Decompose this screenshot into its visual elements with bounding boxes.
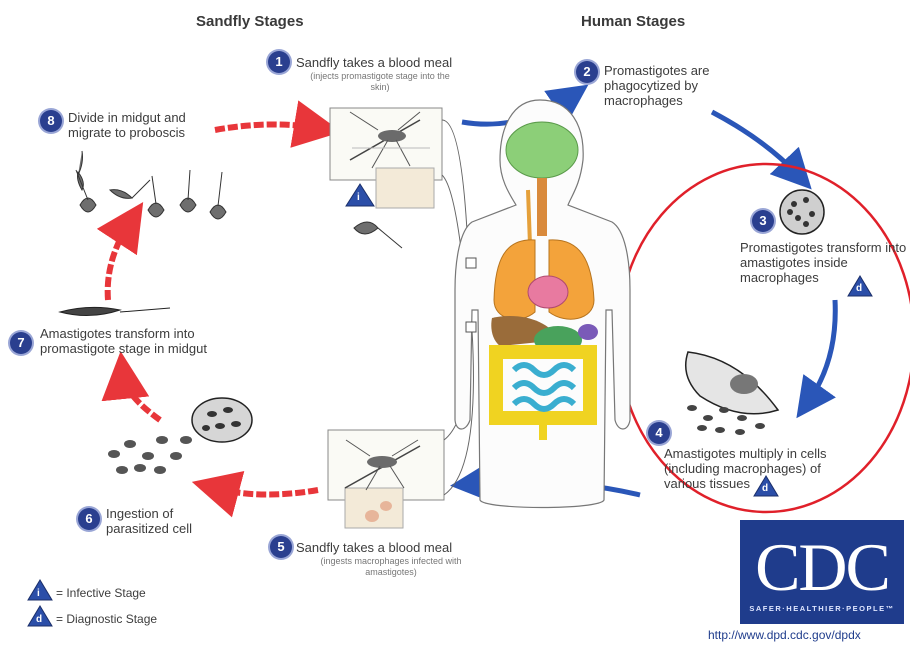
- legend-infective-label: = Infective Stage: [56, 586, 146, 600]
- step-7-title: Amastigotes transform into promastigote …: [40, 326, 260, 356]
- sandfly-box-top: [330, 108, 442, 208]
- cdc-tagline: SAFER·HEALTHIER·PEOPLE™: [740, 604, 904, 613]
- promastigote-1: [354, 222, 402, 248]
- promastigote-7: [60, 307, 170, 315]
- cdc-logo: CDC SAFER·HEALTHIER·PEOPLE™: [740, 520, 904, 624]
- arrow-8-to-1: [215, 124, 318, 130]
- legend-diagnostic-label: = Diagnostic Stage: [56, 612, 157, 626]
- sandfly-stages-header: Sandfly Stages: [196, 13, 304, 30]
- step-6-badge: 6: [78, 508, 100, 530]
- step-5-badge: 5: [270, 536, 292, 558]
- promastigotes-cluster: [76, 151, 226, 219]
- human-stages-header: Human Stages: [581, 13, 685, 30]
- macrophage-3: [780, 190, 824, 234]
- step-5-title: Sandfly takes a blood meal: [296, 540, 486, 555]
- infective-letter-1: i: [357, 192, 360, 203]
- step-5-sub: (ingests macrophages infected with amast…: [296, 556, 486, 578]
- infected-cell-4: [686, 352, 778, 435]
- legend-infective-triangle: [28, 580, 52, 600]
- trachea: [537, 178, 547, 236]
- step-1-sub: (injects promastigote stage into the ski…: [300, 71, 460, 93]
- human-body: [455, 100, 630, 508]
- step-1-title: Sandfly takes a blood meal: [296, 55, 466, 70]
- step-3-badge: 3: [752, 210, 774, 232]
- infective-stage-triangle-1: [346, 184, 374, 206]
- arrow-3-to-4: [808, 300, 835, 402]
- step-1-badge: 1: [268, 51, 290, 73]
- step-3-title: Promastigotes transform into amastigotes…: [740, 240, 908, 285]
- legend-diagnostic-letter: d: [36, 614, 42, 625]
- spleen: [578, 324, 598, 340]
- legend-infective-letter: i: [37, 588, 40, 599]
- step-4-title: Amastigotes multiply in cells (including…: [664, 446, 839, 491]
- sandfly-box-bottom: [328, 430, 444, 528]
- step-2-badge: 2: [576, 61, 598, 83]
- cdc-url[interactable]: http://www.dpd.cdc.gov/dpdx: [708, 628, 861, 642]
- step-4-badge: 4: [648, 422, 670, 444]
- arrow-6-to-7: [123, 375, 160, 420]
- parasitized-cell: [108, 398, 252, 474]
- brain: [506, 122, 578, 178]
- step-6-title: Ingestion of parasitized cell: [106, 506, 216, 536]
- step-8-badge: 8: [40, 110, 62, 132]
- cdc-logo-text: CDC: [740, 520, 904, 600]
- step-7-badge: 7: [10, 332, 32, 354]
- heart: [528, 276, 568, 308]
- arrow-7-to-8: [108, 222, 130, 300]
- step-2-title: Promastigotes are phagocytized by macrop…: [604, 63, 734, 108]
- step-8-title: Divide in midgut and migrate to probosci…: [68, 110, 218, 140]
- arrow-5-to-6: [215, 488, 318, 495]
